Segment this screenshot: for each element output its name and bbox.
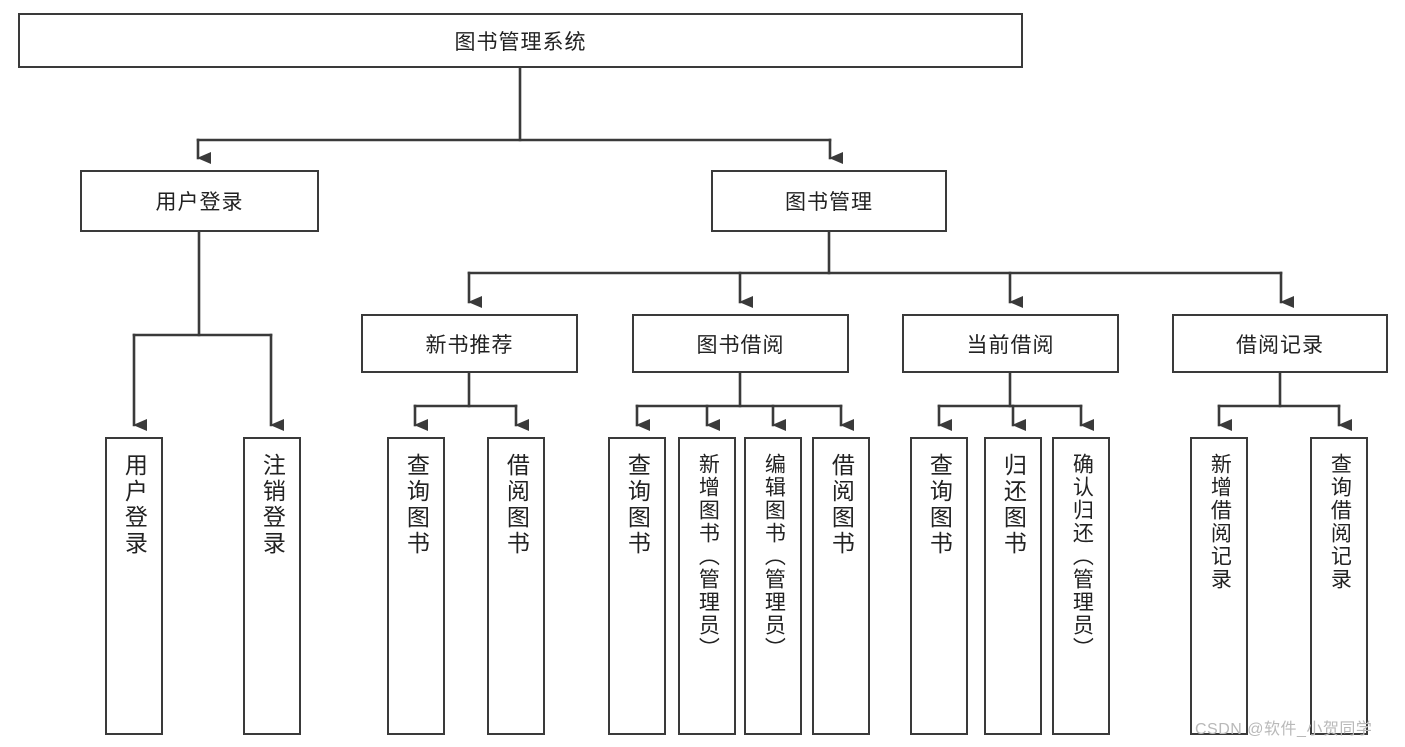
leaf-label: 用户登录 (121, 453, 148, 557)
csdn-watermark: CSDN @软件_小贺同学 (1195, 721, 1373, 738)
node-label: 新书推荐 (425, 333, 514, 357)
node-label: 图书管理系统 (454, 30, 587, 54)
node-book-management-system[interactable]: 图书管理系统 (18, 13, 1023, 68)
leaf-label: 借阅图书 (828, 453, 855, 557)
leaf-confirm-return-admin[interactable]: 确认归还（管理员） (1052, 437, 1110, 735)
leaf-label: 确认归还（管理员） (1070, 453, 1094, 660)
leaf-label: 查询图书 (926, 453, 953, 557)
node-label: 图书借阅 (696, 333, 785, 357)
leaf-label: 注销登录 (259, 453, 286, 557)
leaf-add-borrow-record[interactable]: 新增借阅记录 (1190, 437, 1248, 735)
leaf-edit-book-admin[interactable]: 编辑图书（管理员） (744, 437, 802, 735)
leaf-label: 借阅图书 (503, 453, 530, 557)
leaf-query-book-newbook[interactable]: 查询图书 (387, 437, 445, 735)
leaf-query-book-current[interactable]: 查询图书 (910, 437, 968, 735)
leaf-label: 新增图书（管理员） (696, 453, 720, 660)
leaf-borrow-book-borrowing[interactable]: 借阅图书 (812, 437, 870, 735)
node-label: 用户登录 (155, 191, 244, 214)
node-new-book-recommendation[interactable]: 新书推荐 (361, 314, 578, 373)
leaf-borrow-book-newbook[interactable]: 借阅图书 (487, 437, 545, 735)
leaf-label: 查询借阅记录 (1328, 453, 1352, 591)
leaf-add-book-admin[interactable]: 新增图书（管理员） (678, 437, 736, 735)
leaf-user-login[interactable]: 用户登录 (105, 437, 163, 735)
leaf-label: 查询图书 (403, 453, 430, 557)
leaf-label: 归还图书 (1000, 453, 1027, 557)
node-borrowing-record[interactable]: 借阅记录 (1172, 314, 1388, 373)
node-book-management[interactable]: 图书管理 (711, 170, 947, 232)
node-book-borrowing[interactable]: 图书借阅 (632, 314, 849, 373)
node-label: 借阅记录 (1236, 333, 1324, 357)
leaf-return-book[interactable]: 归还图书 (984, 437, 1042, 735)
leaf-query-book-borrowing[interactable]: 查询图书 (608, 437, 666, 735)
node-user-login[interactable]: 用户登录 (80, 170, 319, 232)
leaf-logout[interactable]: 注销登录 (243, 437, 301, 735)
leaf-label: 编辑图书（管理员） (762, 453, 786, 660)
node-current-borrowing[interactable]: 当前借阅 (902, 314, 1119, 373)
node-label: 当前借阅 (966, 333, 1055, 357)
node-label: 图书管理 (785, 191, 873, 214)
leaf-label: 新增借阅记录 (1208, 453, 1232, 591)
leaf-query-borrow-record[interactable]: 查询借阅记录 (1310, 437, 1368, 735)
leaf-label: 查询图书 (624, 453, 651, 557)
